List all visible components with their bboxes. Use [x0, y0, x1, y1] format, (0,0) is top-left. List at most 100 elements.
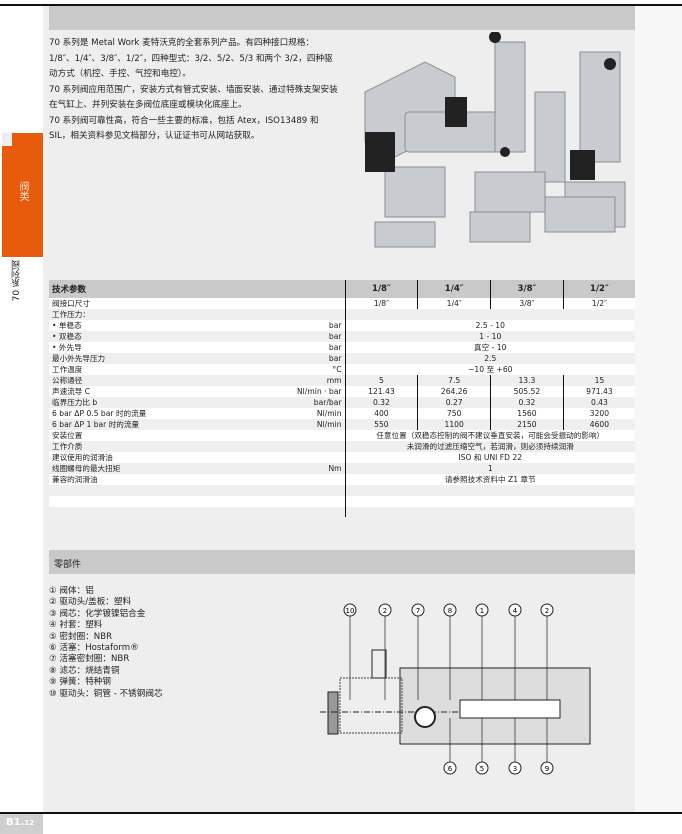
param-value: 400	[344, 408, 418, 419]
param-value: 0.43	[562, 397, 635, 408]
param-value: 121.43	[344, 386, 418, 397]
section-tab-label: 阀类	[17, 181, 28, 201]
callout-circle	[540, 603, 554, 617]
param-label: 6 bar ΔP 0.5 bar 时的流量	[49, 408, 294, 419]
param-unit	[294, 441, 346, 452]
param-label: 阀接口尺寸	[49, 298, 294, 309]
part-item: ① 阀体：铝	[49, 586, 94, 596]
param-value: −10 至 +60	[344, 364, 635, 375]
param-label: 最小外先导压力	[49, 353, 294, 364]
param-value: 264.26	[417, 386, 491, 397]
callout-circle	[443, 603, 457, 617]
param-value: 1	[344, 463, 635, 474]
param-unit: bar	[294, 353, 346, 364]
param-value: 1/2″	[562, 298, 635, 309]
header-cell: 1/8″	[344, 280, 418, 298]
intro-paragraph: 70 系列阀可靠性高，符合一些主要的标准，包括 Atex，ISO13489 和 …	[49, 115, 319, 142]
right-margin	[635, 6, 682, 812]
param-value: 0.32	[344, 397, 418, 408]
intro-text: 70 系列是 Metal Work 麦特沃克的全套系列产品。有四种接口规格：1/…	[49, 36, 339, 145]
page-number: B1.12	[0, 814, 43, 834]
param-value: 7.5	[417, 375, 491, 386]
param-value	[344, 506, 635, 518]
header-cell: 技术参数	[49, 280, 346, 298]
page-number-sub: 12	[24, 819, 35, 827]
param-unit: bar/bar	[294, 397, 346, 408]
param-label	[49, 485, 294, 496]
table-row: 工作温度°C−10 至 +60	[49, 364, 635, 375]
param-value: 请参照技术资料中 Z1 章节	[344, 474, 635, 485]
param-unit	[294, 495, 346, 507]
part-item: ⑥ 活塞：Hostaform®	[49, 643, 139, 654]
top-rule	[0, 4, 682, 6]
param-value	[344, 485, 635, 496]
param-value: 2.5	[344, 353, 635, 364]
section-tab-valves[interactable]: 阀类	[2, 133, 43, 257]
param-label: • 外先导	[49, 342, 294, 353]
intro-paragraph: 70 系列是 Metal Work 麦特沃克的全套系列产品。有四种接口规格：1/…	[49, 38, 333, 79]
callout-circle	[411, 603, 425, 617]
param-label	[49, 495, 294, 507]
param-label: • 双稳态	[49, 331, 294, 342]
param-value: 1100	[417, 419, 491, 430]
param-label	[49, 506, 294, 518]
callout-number: 10	[346, 607, 355, 615]
callout-number: 1	[480, 607, 484, 615]
param-label: 兼容的润滑油	[49, 474, 294, 485]
param-unit: °C	[294, 364, 346, 375]
param-value: 任意位置（双稳态控制的阀不建议垂直安装，可能会受振动的影响）	[344, 430, 635, 441]
param-value: 2150	[490, 419, 564, 430]
param-label: 6 bar ΔP 1 bar 时的流量	[49, 419, 294, 430]
param-value: 750	[417, 408, 491, 419]
page-number-main: B1.	[6, 817, 25, 828]
param-unit: bar	[294, 342, 346, 353]
part-item: ③ 阀芯：化学镀镍铝合金	[49, 608, 146, 619]
param-label: 建议使用的润滑油	[49, 452, 294, 463]
param-value	[344, 495, 635, 507]
bottom-rule	[0, 812, 682, 814]
table-row	[49, 506, 635, 518]
header-bar	[49, 6, 635, 30]
callout-circle	[378, 603, 392, 617]
intro-paragraph: 70 系列阀应用范围广，安装方式有管式安装、墙面安装、通过特殊支架安装在气缸上、…	[49, 84, 338, 111]
callout-circle	[508, 603, 522, 617]
param-value: 2.5 - 10	[344, 320, 635, 331]
param-value: 未润滑的过滤压缩空气，若润滑，则必须持续润滑	[344, 441, 635, 452]
param-label: 线圈螺母的最大扭矩	[49, 463, 294, 474]
callout-circle	[343, 603, 357, 617]
part-item: ⑤ 密封圈：NBR	[49, 631, 113, 642]
param-value: 真空 - 10	[344, 342, 635, 353]
param-value: 5	[344, 375, 418, 386]
part-item: ② 驱动头/盖板：塑料	[49, 597, 132, 608]
part-item: ④ 衬套：塑料	[49, 620, 103, 631]
param-label: 工作介质	[49, 441, 294, 452]
param-unit	[294, 474, 346, 485]
param-value: 505.52	[490, 386, 564, 397]
product-photo	[364, 32, 626, 248]
series-label: 70 系列阀	[12, 260, 22, 302]
callout-circle	[475, 761, 489, 775]
table-row: 工作压力：	[49, 309, 635, 320]
callout-circle	[540, 761, 554, 775]
table-row	[49, 485, 635, 496]
param-value	[344, 309, 635, 320]
param-label: 临界压力比 b	[49, 397, 294, 408]
param-unit: Nl/min	[294, 419, 346, 430]
param-unit	[294, 309, 346, 320]
callout-number: 2	[545, 607, 549, 615]
param-value: 13.3	[490, 375, 564, 386]
param-label: 工作压力：	[49, 309, 294, 320]
param-unit: bar	[294, 331, 346, 342]
part-item: ⑨ 弹簧：特种钢	[49, 677, 111, 688]
callout-number: 9	[545, 765, 549, 773]
param-unit: mm	[294, 375, 346, 386]
header-cell: 1/4″	[417, 280, 491, 298]
